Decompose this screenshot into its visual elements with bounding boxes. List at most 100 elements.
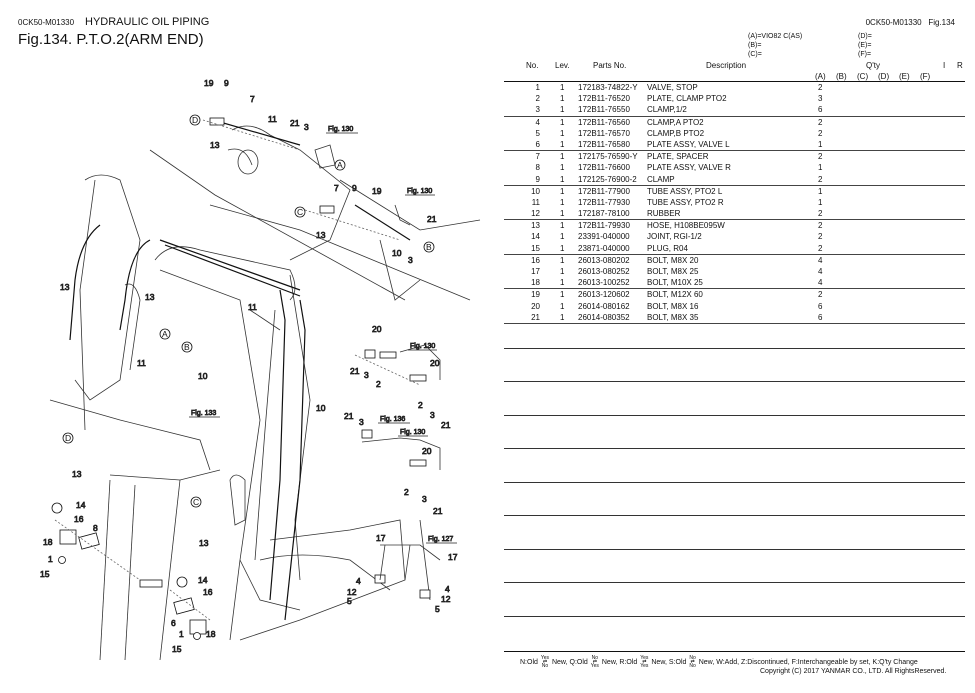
svg-text:C: C [193,497,199,507]
row-lev: 1 [560,186,565,196]
svg-text:D: D [65,433,71,443]
callout-16: 16 [74,514,84,524]
fig-ref-130d: Fig. 130 [400,429,425,436]
row-lev: 1 [560,209,565,219]
row-lev: 1 [560,197,565,207]
callout-19b: 19 [372,186,382,196]
row-qty-a: 2 [818,232,823,242]
row-qty-a: 1 [818,163,823,173]
row-qty-a: 2 [818,128,823,138]
row-no: 7 [535,152,540,162]
callout-13e: 13 [72,469,82,479]
callout-21b: 21 [427,214,437,224]
callout-15: 15 [40,569,50,579]
group-divider [504,150,965,152]
row-no: 9 [535,174,540,184]
callout-21f: 21 [433,506,443,516]
section-title: HYDRAULIC OIL PIPING [85,16,210,28]
row-description: CLAMP [647,174,675,184]
right-code: 0CK50-M01330 [865,18,922,27]
connector-d-bottom: D [62,432,74,444]
svg-text:B: B [184,342,190,352]
row-parts-no: 26013-080252 [578,267,630,276]
svg-text:C: C [297,207,303,217]
group-divider [504,288,965,290]
copyright: Copyright (C) 2017 YANMAR CO., LTD. All … [760,668,947,675]
alignment-lines [54,119,421,621]
row-no: 6 [535,139,540,149]
col-header-qty-f: (F) [920,72,931,81]
figure-title: Fig.134. P.T.O.2(ARM END) [18,31,204,48]
col-header-i: I [943,61,946,70]
row-description: TUBE ASSY, PTO2 R [647,197,724,207]
fig-ref-130b: Fig. 130 [407,188,432,195]
row-qty-a: 1 [818,186,823,196]
row-qty-a: 2 [818,152,823,162]
row-description: CLAMP,A PTO2 [647,117,704,127]
row-qty-a: 4 [818,278,823,288]
fig-ref-133: Fig. 133 [191,410,216,417]
callout-2b: 2 [418,400,423,410]
row-lev: 1 [560,163,565,173]
row-parts-no: 172125-76900-2 [578,174,637,184]
row-lev: 1 [560,94,565,104]
row-lev: 1 [560,290,565,300]
row-description: CLAMP,B PTO2 [647,128,705,138]
exploded-parts-diagram: D A C B A B D C 19 9 7 11 21 3 13 7 9 19… [0,60,500,688]
row-no: 3 [535,105,540,115]
row-description: BOLT, M8X 25 [647,267,699,276]
row-qty-a: 4 [818,267,823,276]
col-header-qty-d: (D) [878,72,890,81]
callout-2c: 2 [404,487,409,497]
row-lev: 1 [560,267,565,276]
callout-12: 12 [347,587,357,597]
group-divider [504,253,965,255]
callout-7b: 7 [334,183,339,193]
callout-11: 11 [268,114,277,124]
col-header-no: No. [526,61,539,70]
callout-1: 1 [48,554,53,564]
row-lev: 1 [560,128,565,138]
group-divider [504,219,965,221]
callout-13f: 13 [199,538,209,548]
row-description: BOLT, M8X 35 [647,312,699,322]
callout-13d: 13 [145,292,155,302]
col-header-qty-e: (E) [899,72,910,81]
row-description: BOLT, M8X 20 [647,255,699,265]
callout-8: 8 [93,523,98,533]
row-parts-no: 26013-080202 [578,255,630,265]
row-description: TUBE ASSY, PTO2 L [647,186,723,196]
callout-10b: 10 [198,371,208,381]
row-parts-no: 172B11-77930 [578,197,630,207]
callout-3e: 3 [359,417,364,427]
connector-markers: D A C B A B D C [62,114,435,508]
footer-rule [504,651,965,652]
row-lev: 1 [560,255,565,265]
svg-text:D: D [192,115,198,125]
col-header-lev: Lev. [555,61,570,70]
callout-9b: 9 [352,183,357,193]
row-description: RUBBER [647,209,681,219]
callout-12b: 12 [441,594,451,604]
callout-21d: 21 [441,420,451,430]
row-description: HOSE, H108BE095W [647,221,725,231]
blank-row-rule [504,549,965,550]
model-d: (D)= [858,33,872,40]
model-f: (F)= [858,51,872,58]
model-list-right: (D)= (E)= (F)= [858,32,872,59]
fig-ref-127: Fig. 127 [428,536,453,543]
row-description: PLATE ASSY, VALVE L [647,139,730,149]
callout-18b: 18 [206,629,216,639]
row-no: 21 [531,312,540,322]
row-lev: 1 [560,117,565,127]
col-header-qty-c: (C) [857,72,869,81]
row-no: 13 [531,221,540,231]
